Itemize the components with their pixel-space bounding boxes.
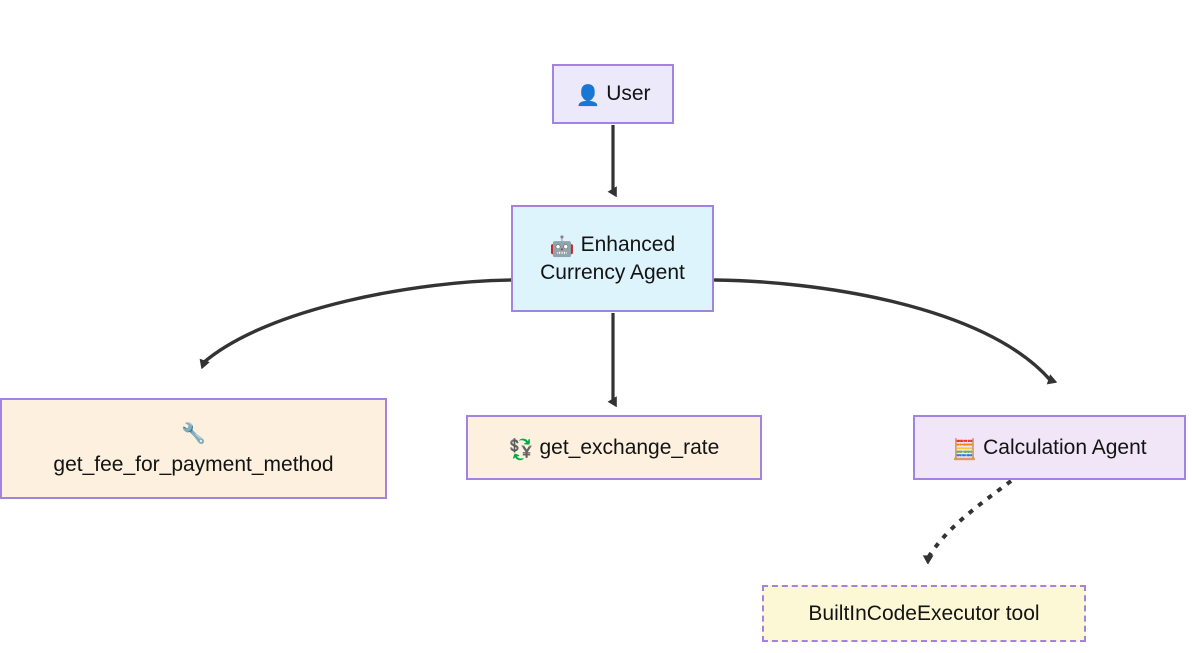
node-agent-label: Enhanced Currency Agent [540, 232, 685, 284]
node-user-label: User [606, 82, 651, 106]
node-builtincodeexecutor-tool[interactable]: BuiltInCodeExecutor tool [762, 585, 1086, 642]
node-calc-label: Calculation Agent [983, 435, 1147, 459]
wrench-icon: 🔧 [181, 420, 206, 445]
node-calc-content: 🧮 Calculation Agent [946, 434, 1152, 462]
edge-calculation-agent-to-executor-tool [928, 479, 1013, 558]
node-fee-content: 🔧 get_fee_for_payment_method [47, 416, 339, 481]
node-get-exchange-rate[interactable]: 💱 get_exchange_rate [466, 415, 762, 480]
node-enhanced-currency-agent[interactable]: 🤖 Enhanced Currency Agent [511, 205, 714, 312]
node-user[interactable]: 👤 User [552, 64, 674, 124]
currency-exchange-icon: 💱 [508, 436, 534, 461]
node-fee-label: get_fee_for_payment_method [53, 452, 334, 476]
abacus-icon: 🧮 [952, 436, 978, 461]
node-rate-label: get_exchange_rate [539, 435, 720, 459]
user-silhouette-icon: 👤 [575, 83, 601, 108]
node-calculation-agent[interactable]: 🧮 Calculation Agent [913, 415, 1186, 480]
node-rate-content: 💱 get_exchange_rate [503, 434, 726, 462]
node-executor-label: BuiltInCodeExecutor tool [808, 601, 1040, 625]
node-user-content: 👤 User [569, 80, 656, 108]
edge-agent-to-fee-tool [203, 278, 513, 363]
node-get-fee-for-payment-method[interactable]: 🔧 get_fee_for_payment_method [0, 398, 387, 499]
node-agent-content: 🤖 Enhanced Currency Agent [534, 231, 691, 286]
edge-agent-to-calculation-agent [713, 278, 1051, 381]
robot-icon: 🤖 [549, 233, 575, 258]
